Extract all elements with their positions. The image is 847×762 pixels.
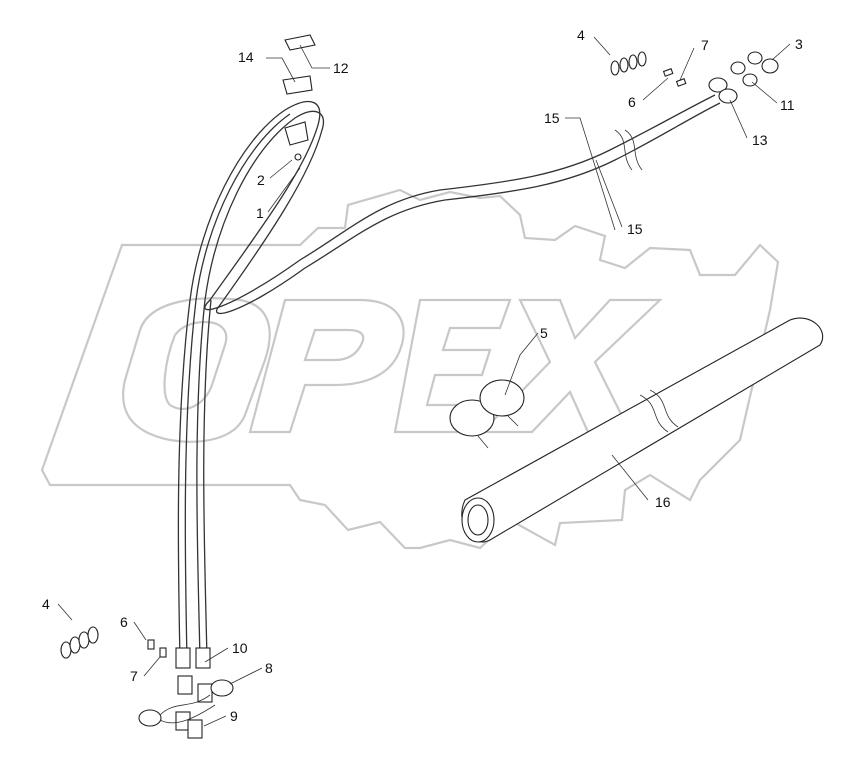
callout-labels: 14 12 2 1 4 7 3 6 11 13 15 15 5 16 4 6 7… [42, 27, 803, 724]
callout-2: 2 [257, 172, 265, 188]
callout-14: 14 [238, 49, 254, 65]
callout-7-bottom: 7 [130, 668, 138, 684]
callout-10: 10 [232, 640, 248, 656]
callout-6-bottom: 6 [120, 614, 128, 630]
callout-8: 8 [265, 660, 273, 676]
ring-clamps [449, 379, 525, 449]
callout-15-top: 15 [544, 110, 560, 126]
callout-7-top: 7 [701, 37, 709, 53]
callout-12: 12 [333, 60, 349, 76]
callout-15-mid: 15 [627, 221, 643, 237]
leader-lines [57, 36, 791, 727]
callout-1: 1 [256, 205, 264, 221]
protective-sleeve [461, 317, 824, 543]
callout-3: 3 [795, 36, 803, 52]
callout-16: 16 [655, 494, 671, 510]
fittings-bottom [60, 626, 234, 739]
hose-assembly [177, 94, 721, 661]
fittings-top-right [610, 51, 779, 104]
callout-4-top: 4 [577, 27, 585, 43]
callout-13: 13 [752, 132, 768, 148]
callout-9: 9 [230, 708, 238, 724]
callout-11: 11 [780, 97, 795, 113]
callout-6-top: 6 [628, 94, 636, 110]
clamp-top [282, 34, 316, 161]
callout-5: 5 [540, 325, 548, 341]
callout-4-bottom: 4 [42, 596, 50, 612]
